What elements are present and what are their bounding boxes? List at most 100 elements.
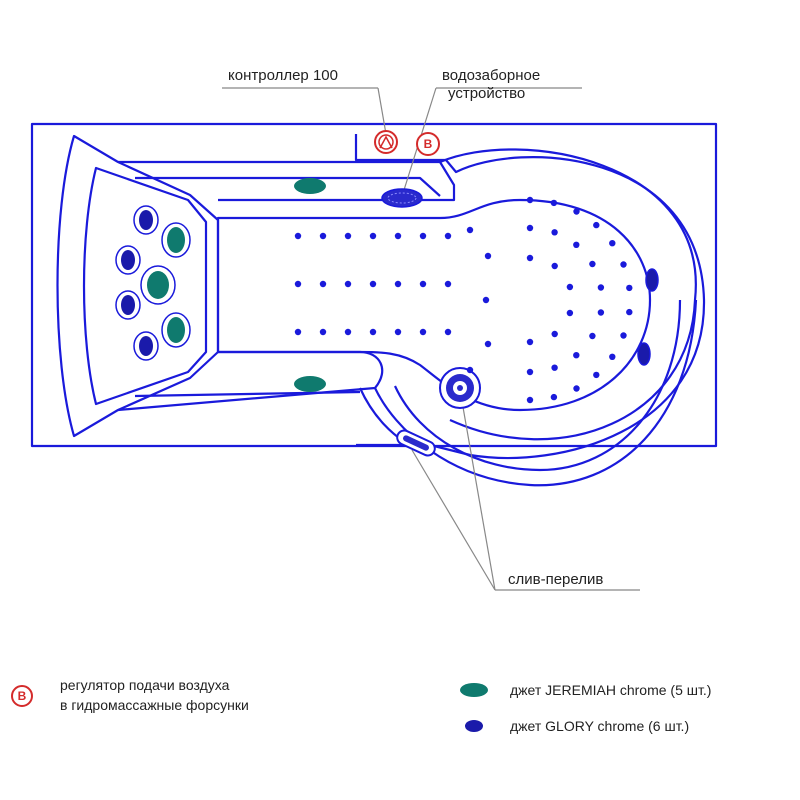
- air-nozzle: [589, 332, 596, 340]
- air-nozzle: [573, 352, 580, 359]
- drain-overflow-fitting: [439, 367, 481, 409]
- controller-label: контроллер 100: [228, 67, 338, 84]
- air-nozzle: [573, 385, 580, 392]
- jeremiah-jet: [161, 312, 191, 348]
- air-nozzle: [566, 283, 574, 291]
- air-nozzle: [444, 280, 452, 288]
- tub-basin: [216, 198, 652, 412]
- air-nozzle: [626, 284, 633, 292]
- air-nozzle: [551, 229, 558, 236]
- air-nozzle: [466, 226, 474, 234]
- air-nozzle: [394, 328, 402, 336]
- jeremiah-jet: [294, 376, 326, 392]
- air-nozzle: [626, 308, 633, 316]
- air-nozzle: [597, 284, 605, 291]
- air-nozzle: [394, 280, 402, 288]
- air-nozzle: [466, 366, 474, 374]
- air-nozzle: [419, 232, 427, 240]
- air-nozzle: [609, 240, 616, 247]
- air-nozzle: [526, 338, 534, 346]
- air-nozzle: [484, 252, 492, 260]
- air-nozzle: [294, 232, 302, 240]
- legend-air-regulator-line1: регулятор подачи воздуха: [60, 677, 230, 693]
- leader-drain-a: [459, 389, 496, 591]
- air-nozzle: [593, 371, 600, 379]
- legend-glory-swatch: [465, 720, 483, 732]
- tub-lower-channel-3: [394, 299, 682, 472]
- air-nozzle: [593, 221, 600, 229]
- air-nozzle-field: [294, 196, 633, 404]
- glory-jets: [115, 205, 659, 366]
- legend-air-regulator-line2: в гидромассажные форсунки: [60, 697, 249, 713]
- air-nozzle: [609, 353, 616, 360]
- air-nozzle: [526, 396, 534, 404]
- air-nozzle: [526, 224, 534, 232]
- air-nozzle: [419, 328, 427, 336]
- air-nozzle: [526, 368, 534, 376]
- air-nozzle: [573, 241, 580, 248]
- air-regulator-badge-text: B: [424, 137, 433, 151]
- tub-bottom-ledge: [117, 350, 384, 412]
- jeremiah-jet: [161, 222, 191, 258]
- air-nozzle: [573, 208, 580, 215]
- air-nozzle: [344, 232, 352, 240]
- leader-drain-b: [411, 449, 496, 591]
- leader-controller-drop: [377, 87, 387, 135]
- legend-glory-label: джет GLORY chrome (6 шт.): [510, 718, 689, 734]
- glory-jet: [637, 342, 651, 366]
- air-nozzle: [319, 232, 327, 240]
- air-nozzle: [344, 280, 352, 288]
- air-nozzle: [526, 196, 534, 204]
- water-intake-device: [381, 188, 423, 208]
- leader-lines: [222, 87, 640, 591]
- air-nozzle: [620, 332, 627, 339]
- air-nozzle: [419, 280, 427, 288]
- air-nozzle: [294, 328, 302, 336]
- intake-label-line1: водозаборное: [442, 67, 540, 84]
- tub-top-ledge-inner: [135, 176, 441, 197]
- air-nozzle: [484, 340, 492, 348]
- tub-bottom-ledge-inner: [134, 390, 361, 398]
- jeremiah-jet: [294, 178, 326, 194]
- tub-top-ledge: [118, 160, 456, 202]
- legend-jeremiah-swatch: [460, 683, 488, 697]
- air-nozzle: [444, 328, 452, 336]
- tub-head-end: [56, 134, 220, 438]
- tub-rim-arc-inner: [439, 148, 697, 441]
- drain-overflow-slot: [396, 429, 436, 457]
- jeremiah-jet: [140, 265, 176, 305]
- controller-knob: [374, 130, 398, 154]
- air-nozzle: [369, 280, 377, 288]
- glory-jet: [645, 268, 659, 292]
- legend-air-regulator-icon: B: [11, 685, 33, 707]
- tub-rim-arc-outer: [354, 134, 706, 460]
- air-nozzle: [551, 330, 558, 338]
- air-nozzle: [550, 393, 558, 401]
- legend-jeremiah-label: джет JEREMIAH chrome (5 шт.): [510, 682, 711, 698]
- tub-head-inner: [82, 166, 208, 406]
- air-nozzle: [319, 280, 327, 288]
- drain-label: слив-перелив: [508, 571, 603, 588]
- legend-air-regulator-badge: B: [18, 689, 27, 703]
- air-nozzle: [620, 261, 627, 268]
- jeremiah-jets: [140, 178, 326, 392]
- glory-jet: [115, 245, 141, 275]
- air-nozzle: [394, 232, 402, 240]
- air-regulator-knob: B: [416, 132, 440, 156]
- air-nozzle: [369, 232, 377, 240]
- tub-outer-rim: [30, 122, 718, 448]
- air-nozzle: [597, 309, 605, 316]
- air-nozzle: [526, 254, 534, 262]
- air-nozzle: [319, 328, 327, 336]
- air-nozzle: [344, 328, 352, 336]
- air-nozzle: [551, 364, 558, 371]
- legend: B регулятор подачи воздуха в гидромассаж…: [11, 677, 711, 734]
- air-nozzle: [550, 199, 558, 207]
- glory-jet: [133, 331, 159, 361]
- air-nozzle: [482, 296, 490, 304]
- glory-jet: [133, 205, 159, 235]
- air-nozzle: [369, 328, 377, 336]
- glory-jet: [115, 290, 141, 320]
- air-nozzle: [566, 309, 574, 317]
